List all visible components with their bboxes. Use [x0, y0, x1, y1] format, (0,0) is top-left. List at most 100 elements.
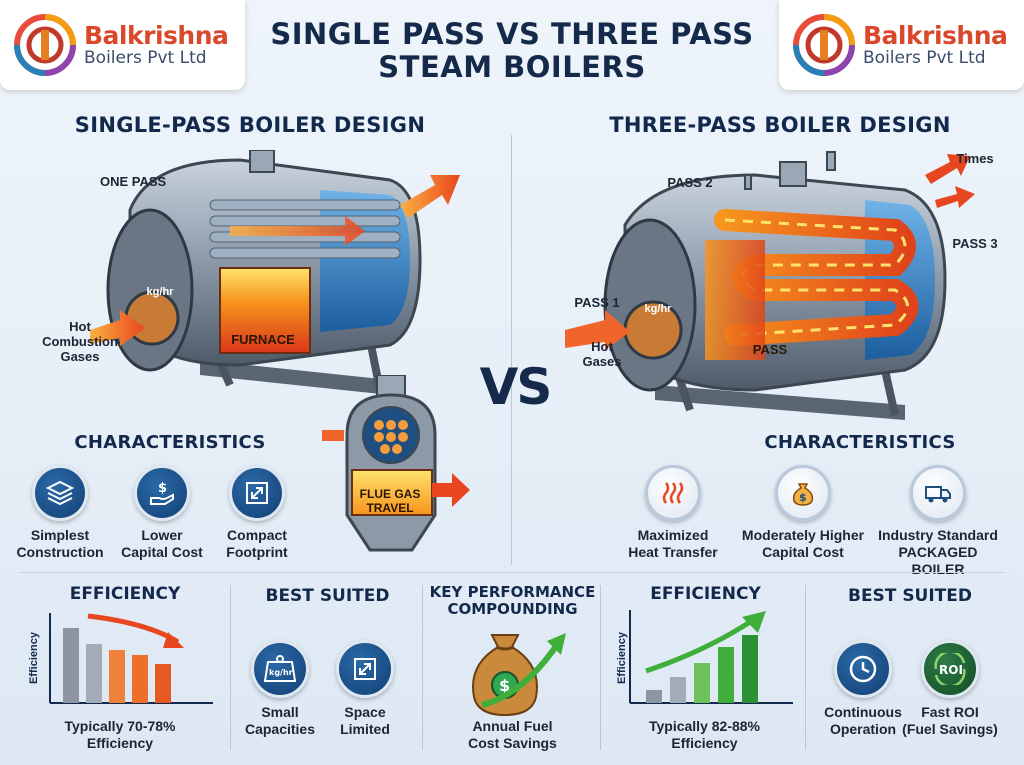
svg-text:$: $: [158, 481, 167, 496]
best-label-line-1: Continuous: [824, 704, 902, 720]
logo-card-right[interactable]: Balkrishna Boilers Pvt Ltd: [779, 0, 1024, 90]
hot-gases-right-line-1: Hot: [591, 339, 613, 354]
pass-3-label: PASS 3: [952, 236, 998, 251]
best-fast-roi: ROI Fast ROI (Fuel Savings): [885, 640, 1015, 738]
caption-line-1: Annual Fuel: [472, 718, 553, 734]
logo-subtitle: Boilers Pvt Ltd: [863, 48, 986, 69]
roi-badge: ROI: [939, 663, 963, 677]
char-label-line-1: Moderately Higher: [741, 527, 865, 543]
key-performance-heading: KEY PERFORMANCE COMPOUNDING: [425, 584, 600, 617]
char-label-line-1: Maximized: [637, 527, 709, 543]
single-pass-boiler-illustration: [90, 150, 460, 395]
efficiency-right-caption: Typically 82-88% Efficiency: [612, 718, 797, 752]
efficiency-right-chart: [629, 610, 793, 704]
pass-inner-label: PASS: [752, 342, 788, 357]
roi-icon: ROI: [921, 640, 979, 698]
logo-subtitle: Boilers Pvt Ltd: [84, 48, 207, 69]
kpc-heading-line-2: COMPOUNDING: [447, 599, 578, 618]
char-label-line-2: Footprint: [226, 543, 288, 560]
best-suited-left-heading: BEST SUITED: [265, 586, 390, 606]
center-divider: [511, 135, 512, 565]
page-title: SINGLE PASS VS THREE PASS STEAM BOILERS: [262, 17, 762, 85]
furnace-label: FURNACE: [231, 332, 295, 347]
efficiency-left-axis-label: Efficiency: [28, 632, 40, 684]
caption-line-1: Typically 70-78%: [64, 718, 176, 734]
best-label-line-1: Space: [344, 704, 386, 720]
best-label-line-2: Operation: [829, 720, 897, 737]
bottom-divider-4: [805, 585, 806, 750]
dollar-hand-icon: $: [134, 465, 190, 521]
logo-name: Balkrishna: [84, 21, 229, 51]
characteristic-lower-capital-cost: $ Lower Capital Cost: [97, 465, 227, 561]
char-label-line-2: Heat Transfer: [628, 543, 718, 560]
best-label-line-2: Limited: [340, 720, 390, 737]
efficiency-right-axis-label: Efficiency: [616, 632, 628, 684]
characteristic-industry-standard: Industry Standard PACKAGED BOILER: [873, 465, 1003, 577]
three-characteristics-heading: CHARACTERISTICS: [764, 432, 956, 453]
vs-badge: VS: [479, 358, 553, 416]
three-kghr-label: kg/hr: [644, 303, 672, 315]
bottom-divider-1: [230, 585, 231, 750]
single-pass-heading: SINGLE-PASS BOILER DESIGN: [74, 113, 426, 137]
money-bag-icon: $: [775, 465, 831, 521]
flue-gas-stack-illustration: [322, 375, 470, 552]
flue-gas-line-2: TRAVEL: [366, 500, 414, 515]
characteristic-moderately-higher-capital-cost: $ Moderately Higher Capital Cost: [738, 465, 868, 561]
char-label-line-1: Lower: [141, 527, 183, 543]
heat-waves-icon: [645, 465, 701, 521]
hot-gases-line-2: Combustion: [42, 333, 118, 349]
bottom-divider: [20, 572, 1004, 573]
single-kghr-label: kg/hr: [146, 286, 174, 298]
efficiency-left-chart: [49, 613, 213, 704]
efficiency-left-caption: Typically 70-78% Efficiency: [30, 718, 210, 752]
caption-line-2: Efficiency: [86, 734, 154, 751]
best-label-line-1: Small: [261, 704, 299, 720]
single-characteristics-heading: CHARACTERISTICS: [74, 432, 266, 453]
efficiency-right-heading: EFFICIENCY: [650, 584, 761, 604]
char-label-line-1: Industry Standard: [878, 527, 998, 543]
char-label-line-2: Construction: [16, 543, 104, 560]
best-label-line-2: (Fuel Savings): [902, 720, 998, 737]
pass-2-label: PASS 2: [667, 175, 713, 190]
caption-line-1: Typically 82-88%: [648, 718, 761, 734]
three-pass-heading: THREE-PASS BOILER DESIGN: [609, 113, 951, 137]
char-label-line-2: Capital Cost: [762, 543, 844, 560]
three-pass-boiler-illustration: [565, 151, 975, 420]
title-line-1: SINGLE PASS VS THREE PASS: [270, 17, 754, 51]
characteristic-maximized-heat-transfer: Maximized Heat Transfer: [608, 465, 738, 561]
expand-icon: [229, 465, 285, 521]
hot-gases-right-line-2: Gases: [582, 353, 622, 369]
best-suited-right-heading: BEST SUITED: [847, 586, 973, 606]
kghr-badge: kg/hr: [269, 668, 293, 677]
best-small-capacities: kg/hr Small Capacities: [215, 640, 345, 738]
hot-gases-right-label: Hot Gases: [572, 339, 632, 370]
char-label-line-1: Simplest: [30, 527, 90, 543]
logo-name: Balkrishna: [863, 21, 1008, 51]
weight-kghr-icon: kg/hr: [251, 640, 309, 698]
money-bag-growth-illustration: $: [472, 633, 566, 717]
bottom-divider-3: [600, 585, 601, 750]
truck-icon: [910, 465, 966, 521]
kpc-dollar: $: [499, 676, 510, 695]
hot-gases-label: Hot Combustion Gases: [40, 319, 120, 365]
times-label: Times: [956, 151, 994, 166]
company-logo-icon: [14, 14, 76, 76]
best-label-line-2: Capacities: [244, 720, 316, 737]
logo-card-left[interactable]: Balkrishna Boilers Pvt Ltd: [0, 0, 245, 90]
flue-gas-label: FLUE GAS TRAVEL: [350, 487, 430, 516]
caption-line-2: Efficiency: [671, 734, 738, 751]
clock-icon: [834, 640, 892, 698]
hot-gases-line-1: Hot: [69, 319, 91, 334]
best-continuous-operation: Continuous Operation: [798, 640, 928, 738]
caption-line-2: Cost Savings: [468, 734, 557, 751]
efficiency-left-heading: EFFICIENCY: [69, 584, 181, 604]
best-label-line-1: Fast ROI: [921, 704, 979, 720]
bottom-divider-2: [422, 585, 423, 750]
pass-1-label: PASS 1: [574, 295, 620, 310]
char-label-line-1: Compact: [227, 527, 287, 543]
layers-icon: [32, 465, 88, 521]
hot-gases-line-3: Gases: [60, 348, 100, 364]
svg-text:$: $: [799, 491, 807, 504]
best-space-limited: Space Limited: [300, 640, 430, 738]
kpc-heading-line-1: KEY PERFORMANCE: [429, 583, 596, 601]
